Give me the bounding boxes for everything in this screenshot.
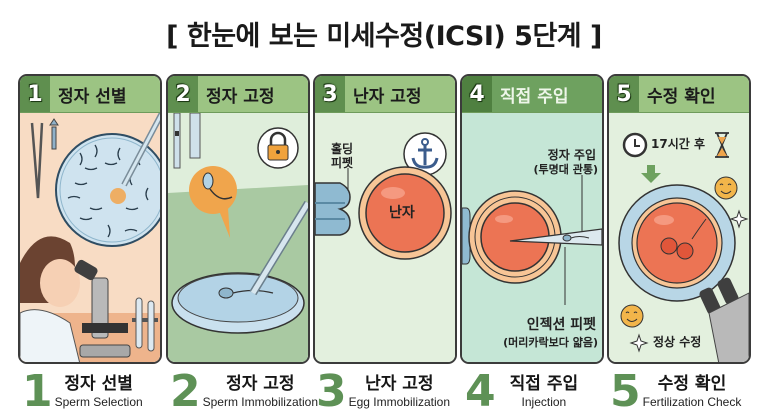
step-title: 수정 확인: [647, 86, 716, 107]
smiley-icon: [620, 304, 644, 328]
step-header-2: 2 정자 고정: [168, 76, 308, 113]
step-title: 정자 고정: [206, 86, 275, 107]
holding-pipette: [315, 182, 351, 236]
label-sperm-injection-sub: (투명대 관통): [533, 163, 598, 176]
hourglass-icon: [715, 132, 729, 158]
caption-title-ko: 직접 주입: [509, 374, 579, 394]
step-number: 4: [462, 76, 492, 112]
step-title: 직접 주입: [500, 86, 569, 107]
sparkle-icon: [629, 333, 649, 353]
caption-number: 5: [610, 366, 641, 417]
step-panel-5: 5 수정 확인: [607, 74, 751, 364]
arrow-down-icon: [641, 165, 661, 183]
step-caption-2: 2 정자 고정 Sperm Immobilization: [170, 368, 318, 416]
step-illustration-4: 정자 주입 (투명대 관통) 인젝션 피펫 (머리카락보다 얇음): [462, 113, 602, 362]
label-time: 17시간 후: [651, 137, 705, 151]
caption-title-ko: 정자 고정: [226, 374, 295, 394]
step-number: 2: [168, 76, 198, 112]
caption-number: 3: [316, 366, 347, 417]
label-normal-fertilization: 정상 수정: [653, 335, 702, 349]
lock-icon: [257, 127, 299, 169]
caption-title-en: Injection: [521, 395, 567, 409]
step-header-3: 3 난자 고정: [315, 76, 455, 113]
microscope-icon: [699, 277, 749, 362]
label-sperm-injection: 정자 주입: [547, 148, 596, 162]
caption-number: 2: [170, 366, 201, 417]
step-caption-5: 5 수정 확인 Fertilization Check: [610, 368, 741, 416]
step-panel-3: 3 난자 고정 홀딩 피펫 난자: [313, 74, 457, 364]
smiley-icon: [714, 176, 738, 200]
step-panel-2: 2 정자 고정: [166, 74, 310, 364]
step-illustration-2: [168, 113, 308, 362]
tweezers-icon: [30, 122, 44, 199]
step-caption-4: 4 직접 주입 Injection: [465, 368, 578, 416]
caption-title-en: Sperm Immobilization: [202, 395, 318, 409]
label-injection-pipette-sub: (머리카락보다 얇음): [503, 336, 598, 349]
caption-title-ko: 수정 확인: [657, 374, 727, 394]
caption-number: 4: [465, 366, 496, 417]
label-holding-pipette: 홀딩 피펫: [331, 142, 354, 170]
step-header-4: 4 직접 주입: [462, 76, 602, 113]
clock-icon: [622, 132, 648, 158]
caption-number: 1: [22, 366, 53, 417]
step-header-5: 5 수정 확인: [609, 76, 749, 113]
sparkle-icon: [729, 209, 749, 229]
label-egg: 난자: [389, 205, 415, 221]
caption-title-en: Sperm Selection: [54, 395, 143, 409]
step-illustration-1: [20, 113, 160, 362]
step-number: 1: [20, 76, 50, 112]
pipette-icon: [173, 113, 201, 169]
step-number: 3: [315, 76, 345, 112]
page-title: [ 한눈에 보는 미세수정(ICSI) 5단계 ]: [166, 21, 602, 52]
microscope-icon: [74, 259, 131, 358]
step-title: 정자 선별: [58, 86, 127, 107]
step-panel-1: 1 정자 선별: [18, 74, 162, 364]
label-injection-pipette: 인젝션 피펫: [526, 317, 596, 333]
step-illustration-5: 17시간 후 정상 수정: [609, 113, 749, 362]
test-tubes-icon: [132, 297, 158, 352]
caption-title-en: Fertilization Check: [642, 395, 742, 409]
step-illustration-3: 홀딩 피펫 난자: [315, 113, 455, 362]
caption-title-en: Egg Immobilization: [348, 395, 451, 409]
step-title: 난자 고정: [353, 86, 422, 107]
step-number: 5: [609, 76, 639, 112]
step-caption-1: 1 정자 선별 Sperm Selection: [22, 368, 143, 416]
step-caption-3: 3 난자 고정 Egg Immobilization: [316, 368, 450, 416]
pipette-icon: [49, 118, 59, 150]
step-header-1: 1 정자 선별: [20, 76, 160, 113]
step-panel-4: 4 직접 주입 정자 주입 (투명대 관통) 인젝션 피펫 (머리카락보다 얇음…: [460, 74, 604, 364]
caption-title-ko: 난자 고정: [365, 374, 434, 394]
caption-title-ko: 정자 선별: [64, 374, 133, 394]
